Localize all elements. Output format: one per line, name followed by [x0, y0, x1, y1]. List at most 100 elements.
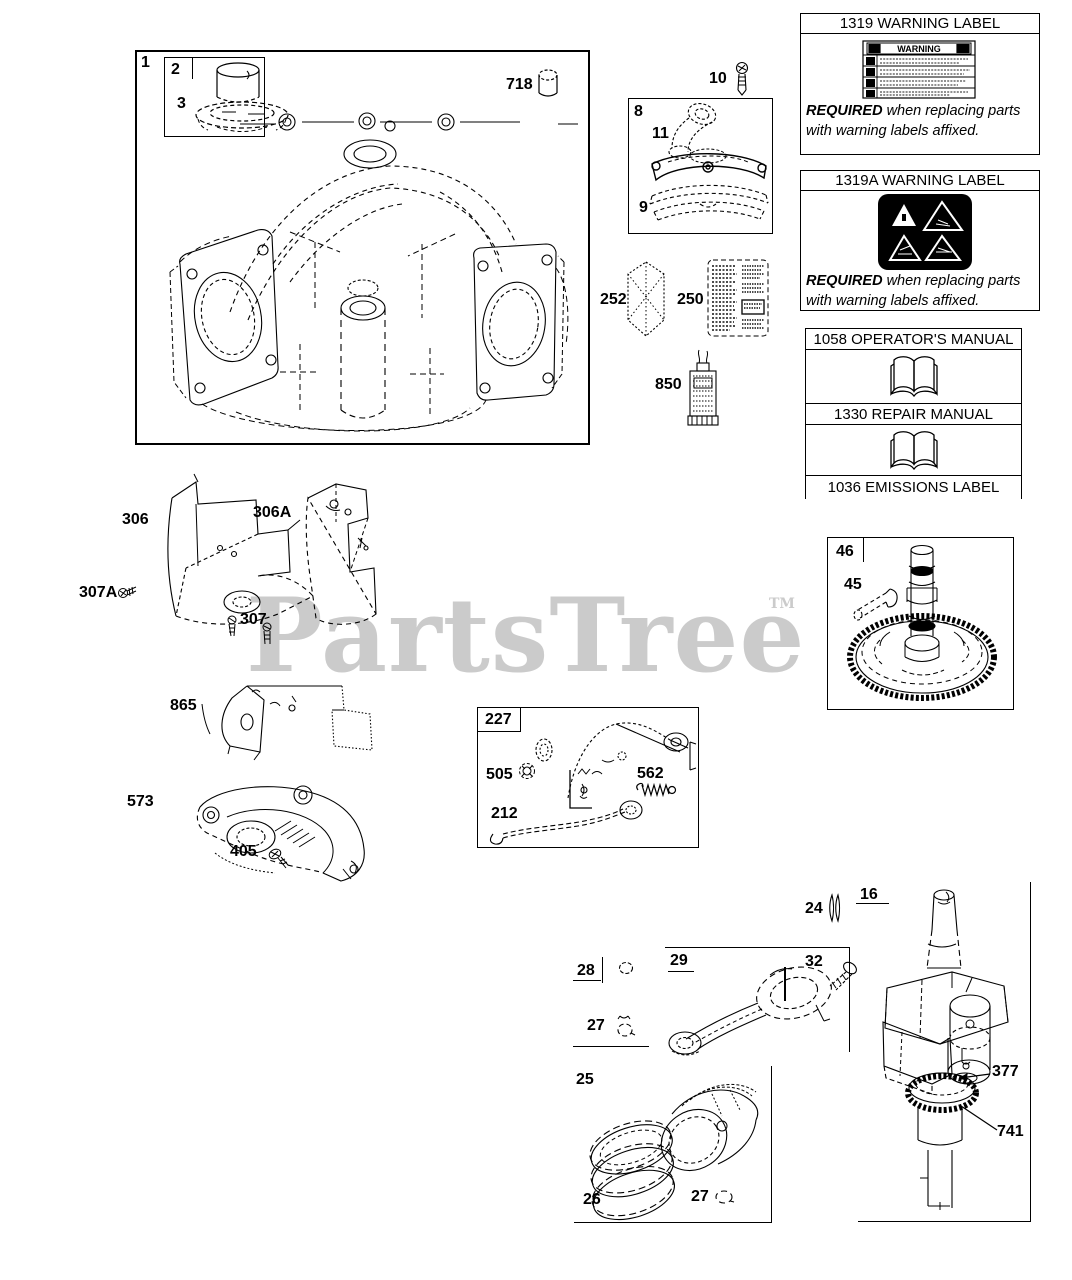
pin-ring-28-icon — [618, 961, 634, 975]
book-icon — [890, 431, 938, 471]
cylinder-shield-left-illustration — [167, 473, 314, 625]
label-underline — [668, 971, 694, 972]
leader-741 — [960, 1105, 998, 1131]
callout-865: 865 — [170, 697, 197, 714]
key-24-icon — [829, 893, 841, 923]
governor-label-cell — [477, 707, 521, 732]
callout-2: 2 — [171, 61, 180, 78]
label-tick — [602, 957, 603, 983]
callout-28: 28 — [577, 962, 595, 979]
callout-8: 8 — [634, 103, 643, 120]
warning-1319-title: 1319 WARNING LABEL — [800, 13, 1040, 34]
warning-1319a-required-text: REQUIRED when replacing parts with warni… — [806, 273, 1021, 309]
seal-illustration — [195, 101, 289, 132]
callout-10: 10 — [709, 70, 727, 87]
callout-227: 227 — [485, 711, 512, 728]
nut-505-icon — [519, 763, 535, 779]
ring-set-illustration — [589, 1120, 675, 1221]
callout-405: 405 — [230, 843, 257, 860]
callout-29: 29 — [670, 952, 688, 969]
callout-573: 573 — [127, 793, 154, 810]
label-tick — [863, 537, 864, 562]
emissions-decal-icon — [707, 259, 769, 337]
operators-manual-title: 1058 OPERATOR'S MANUAL — [805, 328, 1022, 350]
bracket-865-illustration — [201, 685, 373, 761]
governor-box — [477, 707, 699, 848]
sealant-tube-icon — [687, 349, 719, 426]
crankshaft-illustration — [882, 889, 1009, 1210]
elbow-tube — [668, 103, 717, 159]
warning-1319a-title: 1319A WARNING LABEL — [800, 170, 1040, 191]
callout-377: 377 — [992, 1063, 1019, 1080]
callout-212: 212 — [491, 805, 518, 822]
warning-1319a-box — [800, 170, 1040, 311]
link-212-illustration — [489, 800, 643, 845]
callout-27-bottom: 27 — [691, 1188, 709, 1205]
gasket — [649, 184, 769, 221]
screw-32-icon — [829, 961, 857, 991]
callout-307A: 307A — [79, 584, 118, 601]
leader-377 — [958, 1072, 991, 1081]
governor-bracket-illustration — [535, 722, 697, 809]
callout-850: 850 — [655, 376, 682, 393]
callout-11: 11 — [652, 125, 669, 142]
label-underline — [856, 903, 889, 904]
callout-718: 718 — [506, 76, 533, 93]
callout-741: 741 — [997, 1123, 1024, 1140]
warning-1319-label-icon: WARNING — [862, 40, 976, 99]
clip-27-bottom-icon — [715, 1190, 735, 1204]
callout-306: 306 — [122, 511, 149, 528]
piston-illustration — [660, 1083, 759, 1172]
screw-307-right-icon — [262, 622, 272, 645]
intake-illustration — [649, 103, 769, 221]
callout-306A: 306A — [253, 504, 292, 521]
sleeve-box — [164, 57, 265, 137]
spring-562-icon — [636, 782, 677, 798]
connecting-rod-illustration — [668, 966, 832, 1056]
warning-1319-required-text: REQUIRED when replacing parts with warni… — [806, 103, 1021, 139]
screw-10-icon — [735, 61, 749, 96]
callout-25: 25 — [576, 1071, 594, 1088]
callout-1: 1 — [141, 54, 150, 71]
clip-27-top-icon — [617, 1015, 636, 1037]
repair-manual-title: 1330 REPAIR MANUAL — [805, 403, 1022, 425]
label-tick — [192, 57, 193, 79]
breather-filter-icon — [627, 261, 665, 337]
camshaft-illustration — [847, 544, 997, 701]
intake-box — [628, 98, 773, 234]
callout-26: 26 — [583, 1191, 601, 1208]
camshaft-box — [827, 537, 1014, 710]
screw-307-left-icon — [227, 615, 237, 637]
pin-45-icon — [853, 588, 898, 621]
callout-45: 45 — [844, 576, 862, 593]
dowel-pin-icon — [538, 69, 558, 97]
svg-text:WARNING: WARNING — [897, 44, 941, 54]
callout-307: 307 — [240, 611, 267, 628]
cylinder-box — [135, 50, 590, 445]
group-divider — [573, 1046, 649, 1047]
callout-9: 9 — [639, 199, 648, 216]
callout-252: 252 — [600, 291, 627, 308]
emissions-label-title: 1036 EMISSIONS LABEL — [805, 475, 1022, 499]
screw-405-icon — [268, 848, 289, 869]
cylinder-block-illustration — [169, 112, 578, 432]
cylinder-shield-right-illustration — [305, 483, 377, 625]
guard-573-illustration — [196, 785, 365, 882]
callout-27-top: 27 — [587, 1017, 605, 1034]
callout-3: 3 — [177, 95, 186, 112]
label-underline — [573, 980, 601, 981]
callout-46: 46 — [836, 543, 854, 560]
book-icon — [890, 356, 938, 398]
crankshaft-section-border — [858, 882, 1031, 1222]
piston-section-border — [574, 1066, 772, 1223]
warning-1319a-label-icon — [878, 194, 972, 270]
callout-32: 32 — [805, 953, 823, 970]
screw-307a-icon — [118, 586, 137, 598]
callout-250: 250 — [677, 291, 704, 308]
callout-562: 562 — [637, 765, 664, 782]
warning-1319-box — [800, 13, 1040, 155]
watermark: PartsTree — [246, 576, 806, 696]
manifold-plate — [651, 148, 767, 182]
watermark-tm: TM — [769, 596, 795, 612]
